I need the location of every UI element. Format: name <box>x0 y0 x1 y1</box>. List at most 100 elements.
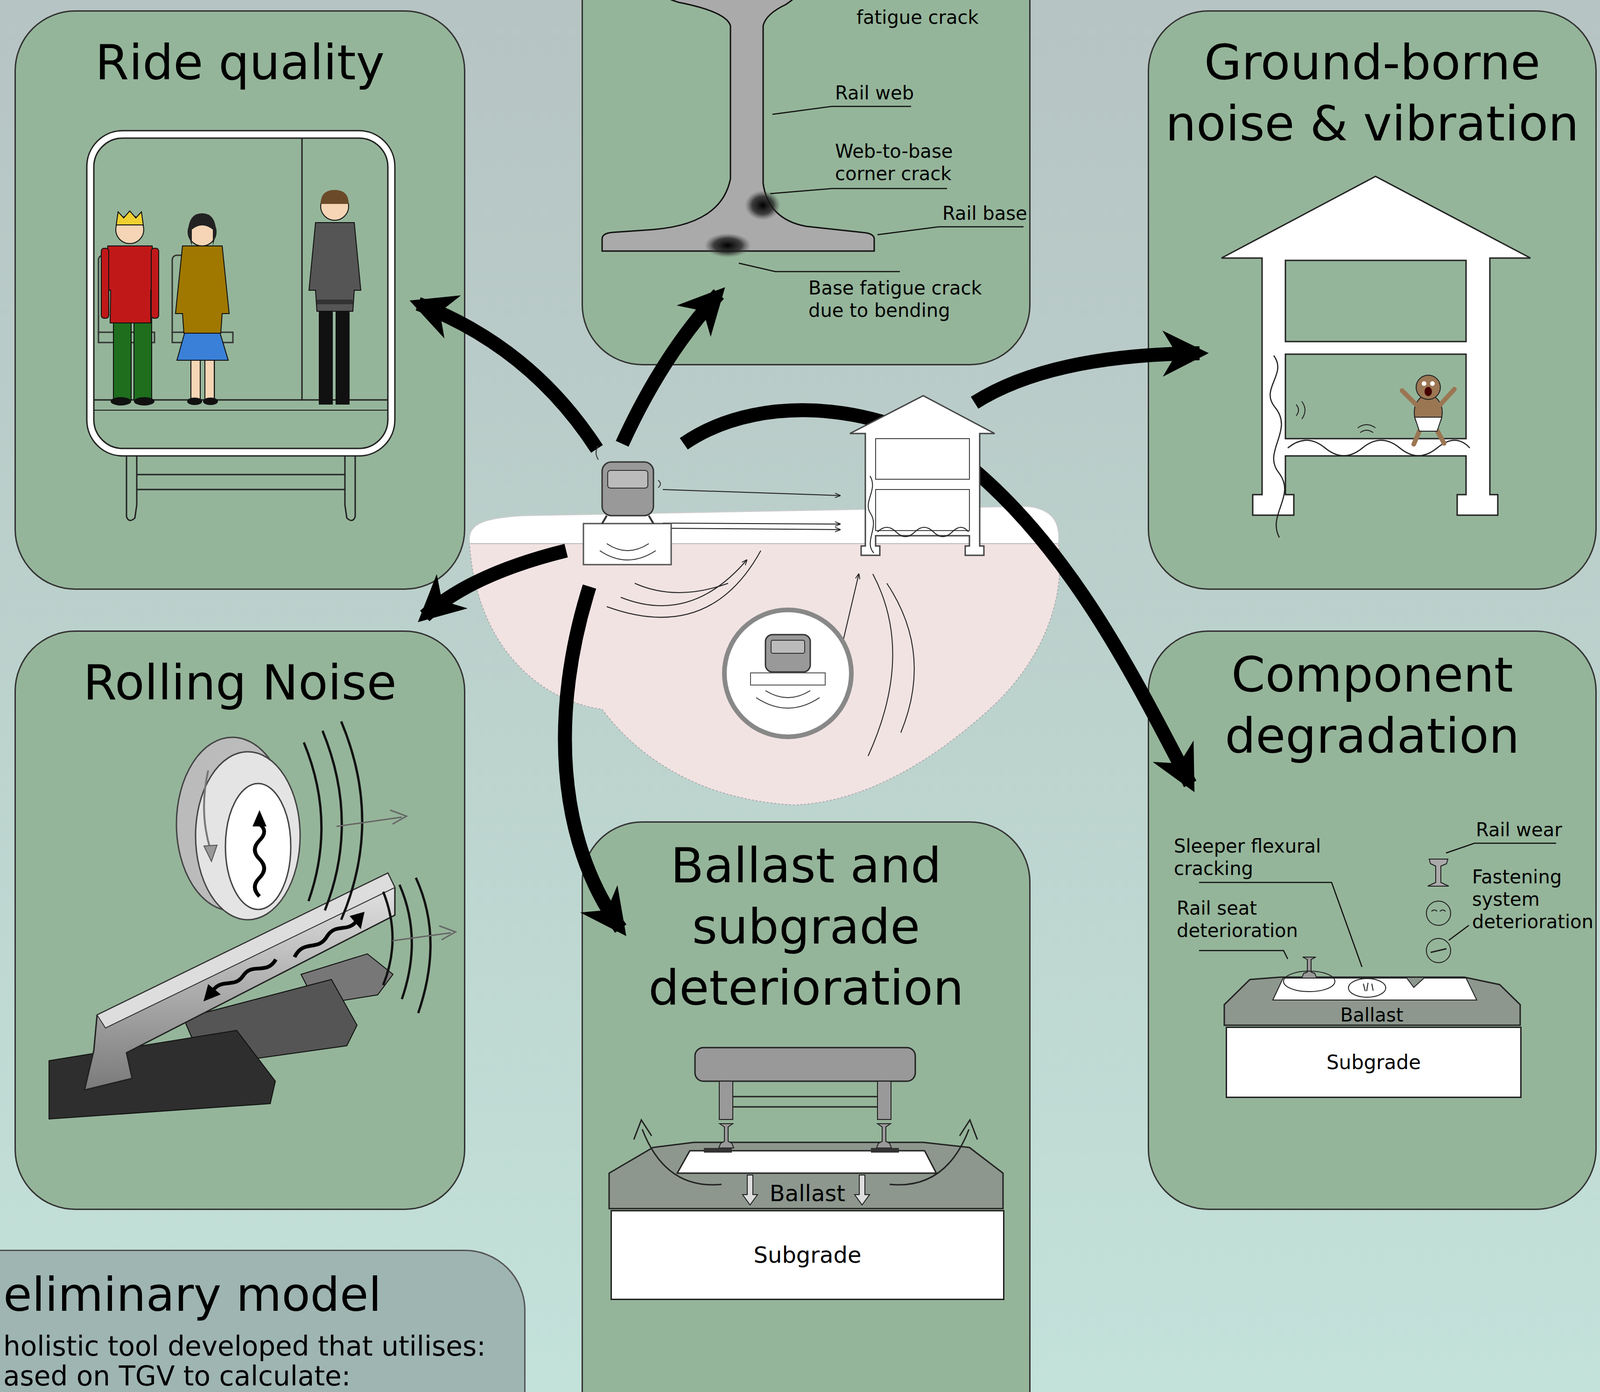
illustration-rect <box>190 357 201 400</box>
illustration-path <box>399 884 412 1000</box>
illustration-path <box>738 263 900 272</box>
illustration-path <box>889 1129 969 1186</box>
illustration-path <box>620 560 747 606</box>
callout-label: Rail seat deterioration <box>1176 897 1317 942</box>
illustration-rect <box>719 1081 733 1120</box>
illustration-rect <box>870 1148 899 1153</box>
illustration-path <box>974 353 1200 403</box>
illustration-path <box>252 810 267 827</box>
illustration-ellipse <box>133 397 155 406</box>
panel: Ground-borne noise & vibration <box>1147 10 1597 590</box>
illustration-g <box>606 489 915 757</box>
illustration-path <box>633 1120 652 1140</box>
illustration-rect <box>316 299 353 305</box>
subgrade-box: Subgrade <box>610 1210 1005 1301</box>
illustration-path <box>1427 859 1449 887</box>
illustration-path <box>203 845 218 862</box>
illustration-g <box>336 810 456 941</box>
illustration-path <box>1448 925 1469 941</box>
illustration-path <box>732 1096 878 1108</box>
illustration-circle <box>1430 381 1435 386</box>
callout-label: Rail web <box>835 81 952 105</box>
illustration-rect <box>703 1148 732 1153</box>
illustration-ellipse <box>1424 386 1432 397</box>
illustration-path <box>840 574 859 654</box>
illustration-path <box>772 106 912 115</box>
illustration-ellipse <box>1283 971 1335 992</box>
illustration-path <box>606 550 761 618</box>
illustration-path <box>622 294 719 444</box>
illustration-path <box>877 226 1024 235</box>
illustration-ellipse <box>203 397 218 406</box>
illustration-ellipse <box>187 397 203 406</box>
illustration-path <box>596 445 661 488</box>
illustration-path <box>868 574 893 757</box>
illustration-line <box>136 489 345 491</box>
illustration-path <box>303 742 322 902</box>
illustration-path <box>1445 843 1557 854</box>
illustration-rect <box>133 318 152 400</box>
panel: Rolling Noise <box>14 630 466 1211</box>
illustration-ellipse <box>195 751 301 920</box>
illustration-rect <box>602 462 654 516</box>
callout-label: Web-to-base corner crack <box>835 140 976 185</box>
illustration-path <box>126 456 356 521</box>
illustration-ellipse <box>744 190 781 221</box>
illustration-rect <box>750 673 826 686</box>
callout-label: Fastening system deterioration <box>1472 865 1595 934</box>
panel-title: Ballast and subgrade deterioration <box>582 835 1030 1019</box>
illustration-path <box>876 1123 892 1149</box>
layer-label: Subgrade <box>1227 1049 1521 1076</box>
illustration-path <box>770 188 948 194</box>
panel-title: Ride quality <box>15 32 464 94</box>
illustration-path <box>756 690 820 709</box>
illustration-ellipse <box>225 783 291 910</box>
illustration-path <box>602 515 654 524</box>
callout-label: Rail base <box>942 202 1030 225</box>
illustration-path <box>1414 417 1442 432</box>
illustration-path <box>322 730 342 911</box>
illustration-line <box>93 409 388 411</box>
illustration-path <box>469 506 1059 544</box>
illustration-rect <box>1285 354 1467 439</box>
illustration-path <box>599 543 656 561</box>
illustration-path <box>203 770 211 850</box>
illustration-ellipse <box>110 397 132 406</box>
illustration-path <box>854 1175 870 1206</box>
illustration-path <box>634 583 729 593</box>
illustration-rect <box>151 248 159 319</box>
illustration-path <box>1272 978 1477 1001</box>
illustration-path <box>602 0 875 252</box>
illustration-path <box>642 1129 722 1186</box>
callout-label: Rail wear <box>1475 818 1593 842</box>
illustration-path <box>662 523 841 525</box>
illustration-path <box>175 245 230 334</box>
illustration-path <box>849 395 995 556</box>
illustration <box>14 10 466 590</box>
callout-label: Sleeper flexural cracking <box>1173 835 1333 880</box>
illustration-path <box>415 877 431 1014</box>
illustration-path <box>1430 948 1447 953</box>
illustration-circle <box>724 610 852 737</box>
panel-title: Rolling Noise <box>15 652 464 714</box>
illustration-line <box>136 474 345 476</box>
illustration-rect <box>204 357 215 400</box>
callout-label: fatigue crack <box>856 6 1006 29</box>
illustration-rect <box>877 1081 892 1120</box>
illustration-path <box>176 332 229 361</box>
illustration-ellipse <box>704 233 751 258</box>
panel-title: Component degradation <box>1149 644 1596 767</box>
panel-title: Ground-borne noise & vibration <box>1149 32 1596 155</box>
panel: Ballast and subgrade deteriorationBallas… <box>581 821 1031 1392</box>
illustration-rect <box>318 308 333 405</box>
illustration-path <box>341 721 363 920</box>
illustration-path <box>390 810 407 825</box>
illustration-path <box>1199 950 1288 960</box>
illustration-g <box>303 721 431 1014</box>
illustration-path <box>254 824 265 897</box>
illustration-path <box>336 817 402 827</box>
illustration-path <box>677 1150 937 1174</box>
illustration-rect <box>694 1047 916 1082</box>
illustration-path <box>1301 957 1317 979</box>
